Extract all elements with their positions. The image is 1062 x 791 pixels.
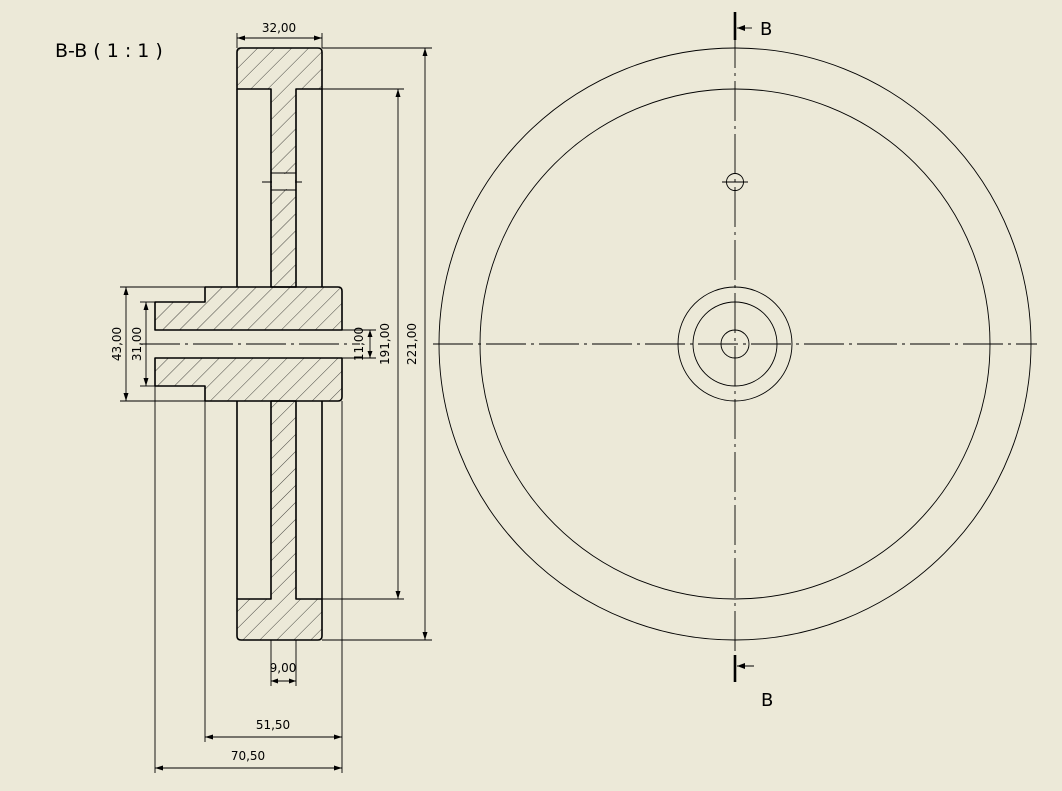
section-arrow-bottom bbox=[737, 663, 745, 669]
dim-inner-rim-diameter: 191,00 bbox=[378, 323, 392, 365]
front-view: B B bbox=[433, 12, 1037, 711]
dim-arrow bbox=[143, 378, 149, 386]
dim-arrow bbox=[143, 302, 149, 310]
dim-arrow bbox=[367, 330, 373, 337]
dim-hub-diameter: 43,00 bbox=[110, 327, 124, 361]
dim-outer-diameter: 221,00 bbox=[405, 323, 419, 365]
dimensions: 32,00 9,00 51,50 70,50 43,00 3 bbox=[110, 21, 432, 773]
dim-shoulder-diameter: 31,00 bbox=[130, 327, 144, 361]
section-view bbox=[140, 47, 360, 641]
section-view-title: B-B ( 1 : 1 ) bbox=[55, 40, 163, 62]
dim-arrow bbox=[237, 35, 245, 41]
dim-arrow bbox=[422, 48, 428, 56]
rim-web-section-top bbox=[236, 47, 323, 288]
section-label-top: B bbox=[760, 19, 772, 40]
web-hole-cutout bbox=[272, 174, 295, 189]
dim-arrow bbox=[422, 632, 428, 640]
hub-section-bottom bbox=[154, 357, 343, 402]
rim-web-section-bottom bbox=[236, 400, 323, 641]
dim-arrow bbox=[123, 393, 129, 401]
hub-section-top bbox=[154, 286, 343, 331]
dim-rim-width: 32,00 bbox=[262, 21, 296, 35]
dim-arrow bbox=[271, 678, 278, 684]
dim-arrow bbox=[334, 765, 342, 771]
section-arrow-top bbox=[737, 25, 745, 31]
section-label-bottom: B bbox=[761, 690, 773, 711]
dim-arrow bbox=[123, 287, 129, 295]
dim-arrow bbox=[395, 591, 401, 599]
dim-arrow bbox=[205, 734, 213, 740]
dim-arrow bbox=[314, 35, 322, 41]
dim-arrow bbox=[289, 678, 296, 684]
dim-arrow bbox=[155, 765, 163, 771]
dim-arrow bbox=[395, 89, 401, 97]
dim-arrow bbox=[334, 734, 342, 740]
dim-overall-length: 70,50 bbox=[231, 749, 265, 763]
dim-hub-length: 51,50 bbox=[256, 718, 290, 732]
dim-bore-diameter: 11,00 bbox=[352, 327, 366, 361]
dim-web-thickness: 9,00 bbox=[270, 661, 297, 675]
dim-arrow bbox=[367, 351, 373, 358]
